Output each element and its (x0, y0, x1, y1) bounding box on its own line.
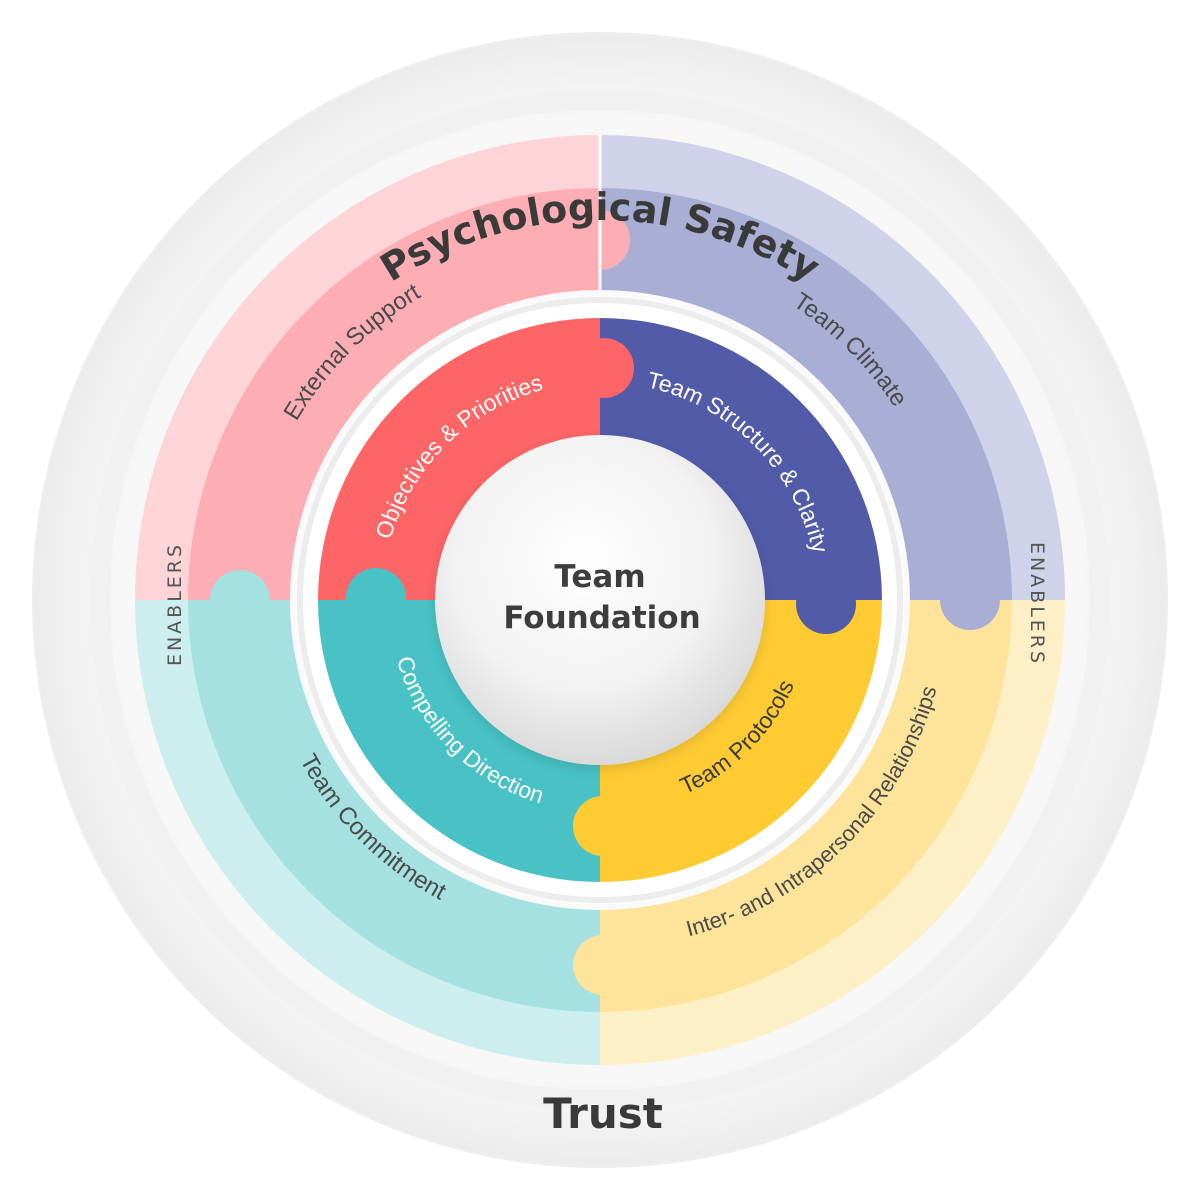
outer-segment-team-climate-band (600, 135, 1065, 600)
inner-ring (318, 318, 882, 882)
inner-knob-left (346, 568, 406, 628)
inner-segment-team-protocols (600, 600, 882, 882)
outer-segment-relationships (600, 600, 1012, 1012)
outer-ring (135, 135, 1065, 1065)
center-sphere (435, 435, 765, 765)
outer-segment-team-commitment-band (135, 600, 600, 1065)
inner-knob-bottom (573, 796, 633, 856)
inner-segment-compelling-direction (318, 600, 600, 882)
trust-title: Trust (543, 1089, 663, 1138)
outer-segment-team-climate (600, 188, 1012, 600)
inner-knob-right (796, 574, 856, 634)
enablers-right-label: ENABLERS (1026, 542, 1048, 666)
inner-segment-objectives-priorities (318, 318, 600, 600)
outer-knob-right (940, 570, 1000, 630)
ring-gap-shadow (297, 297, 903, 903)
inner-segment-team-structure-clarity (600, 318, 882, 600)
inner-knob-top (574, 338, 634, 398)
outer-segment-external-support (188, 188, 600, 600)
outer-knob-left (210, 570, 270, 630)
enablers-left-label: ENABLERS (164, 542, 186, 666)
outer-disc-inner-shade (90, 90, 1110, 1110)
outer-segment-external-support-band (135, 135, 600, 600)
outer-segment-team-commitment (188, 600, 600, 1012)
outer-knob-bottom (573, 935, 633, 995)
center-title-line1: Team (554, 559, 645, 595)
center-title-line2: Foundation (503, 600, 700, 636)
outer-segment-relationships-band (600, 600, 1065, 1065)
